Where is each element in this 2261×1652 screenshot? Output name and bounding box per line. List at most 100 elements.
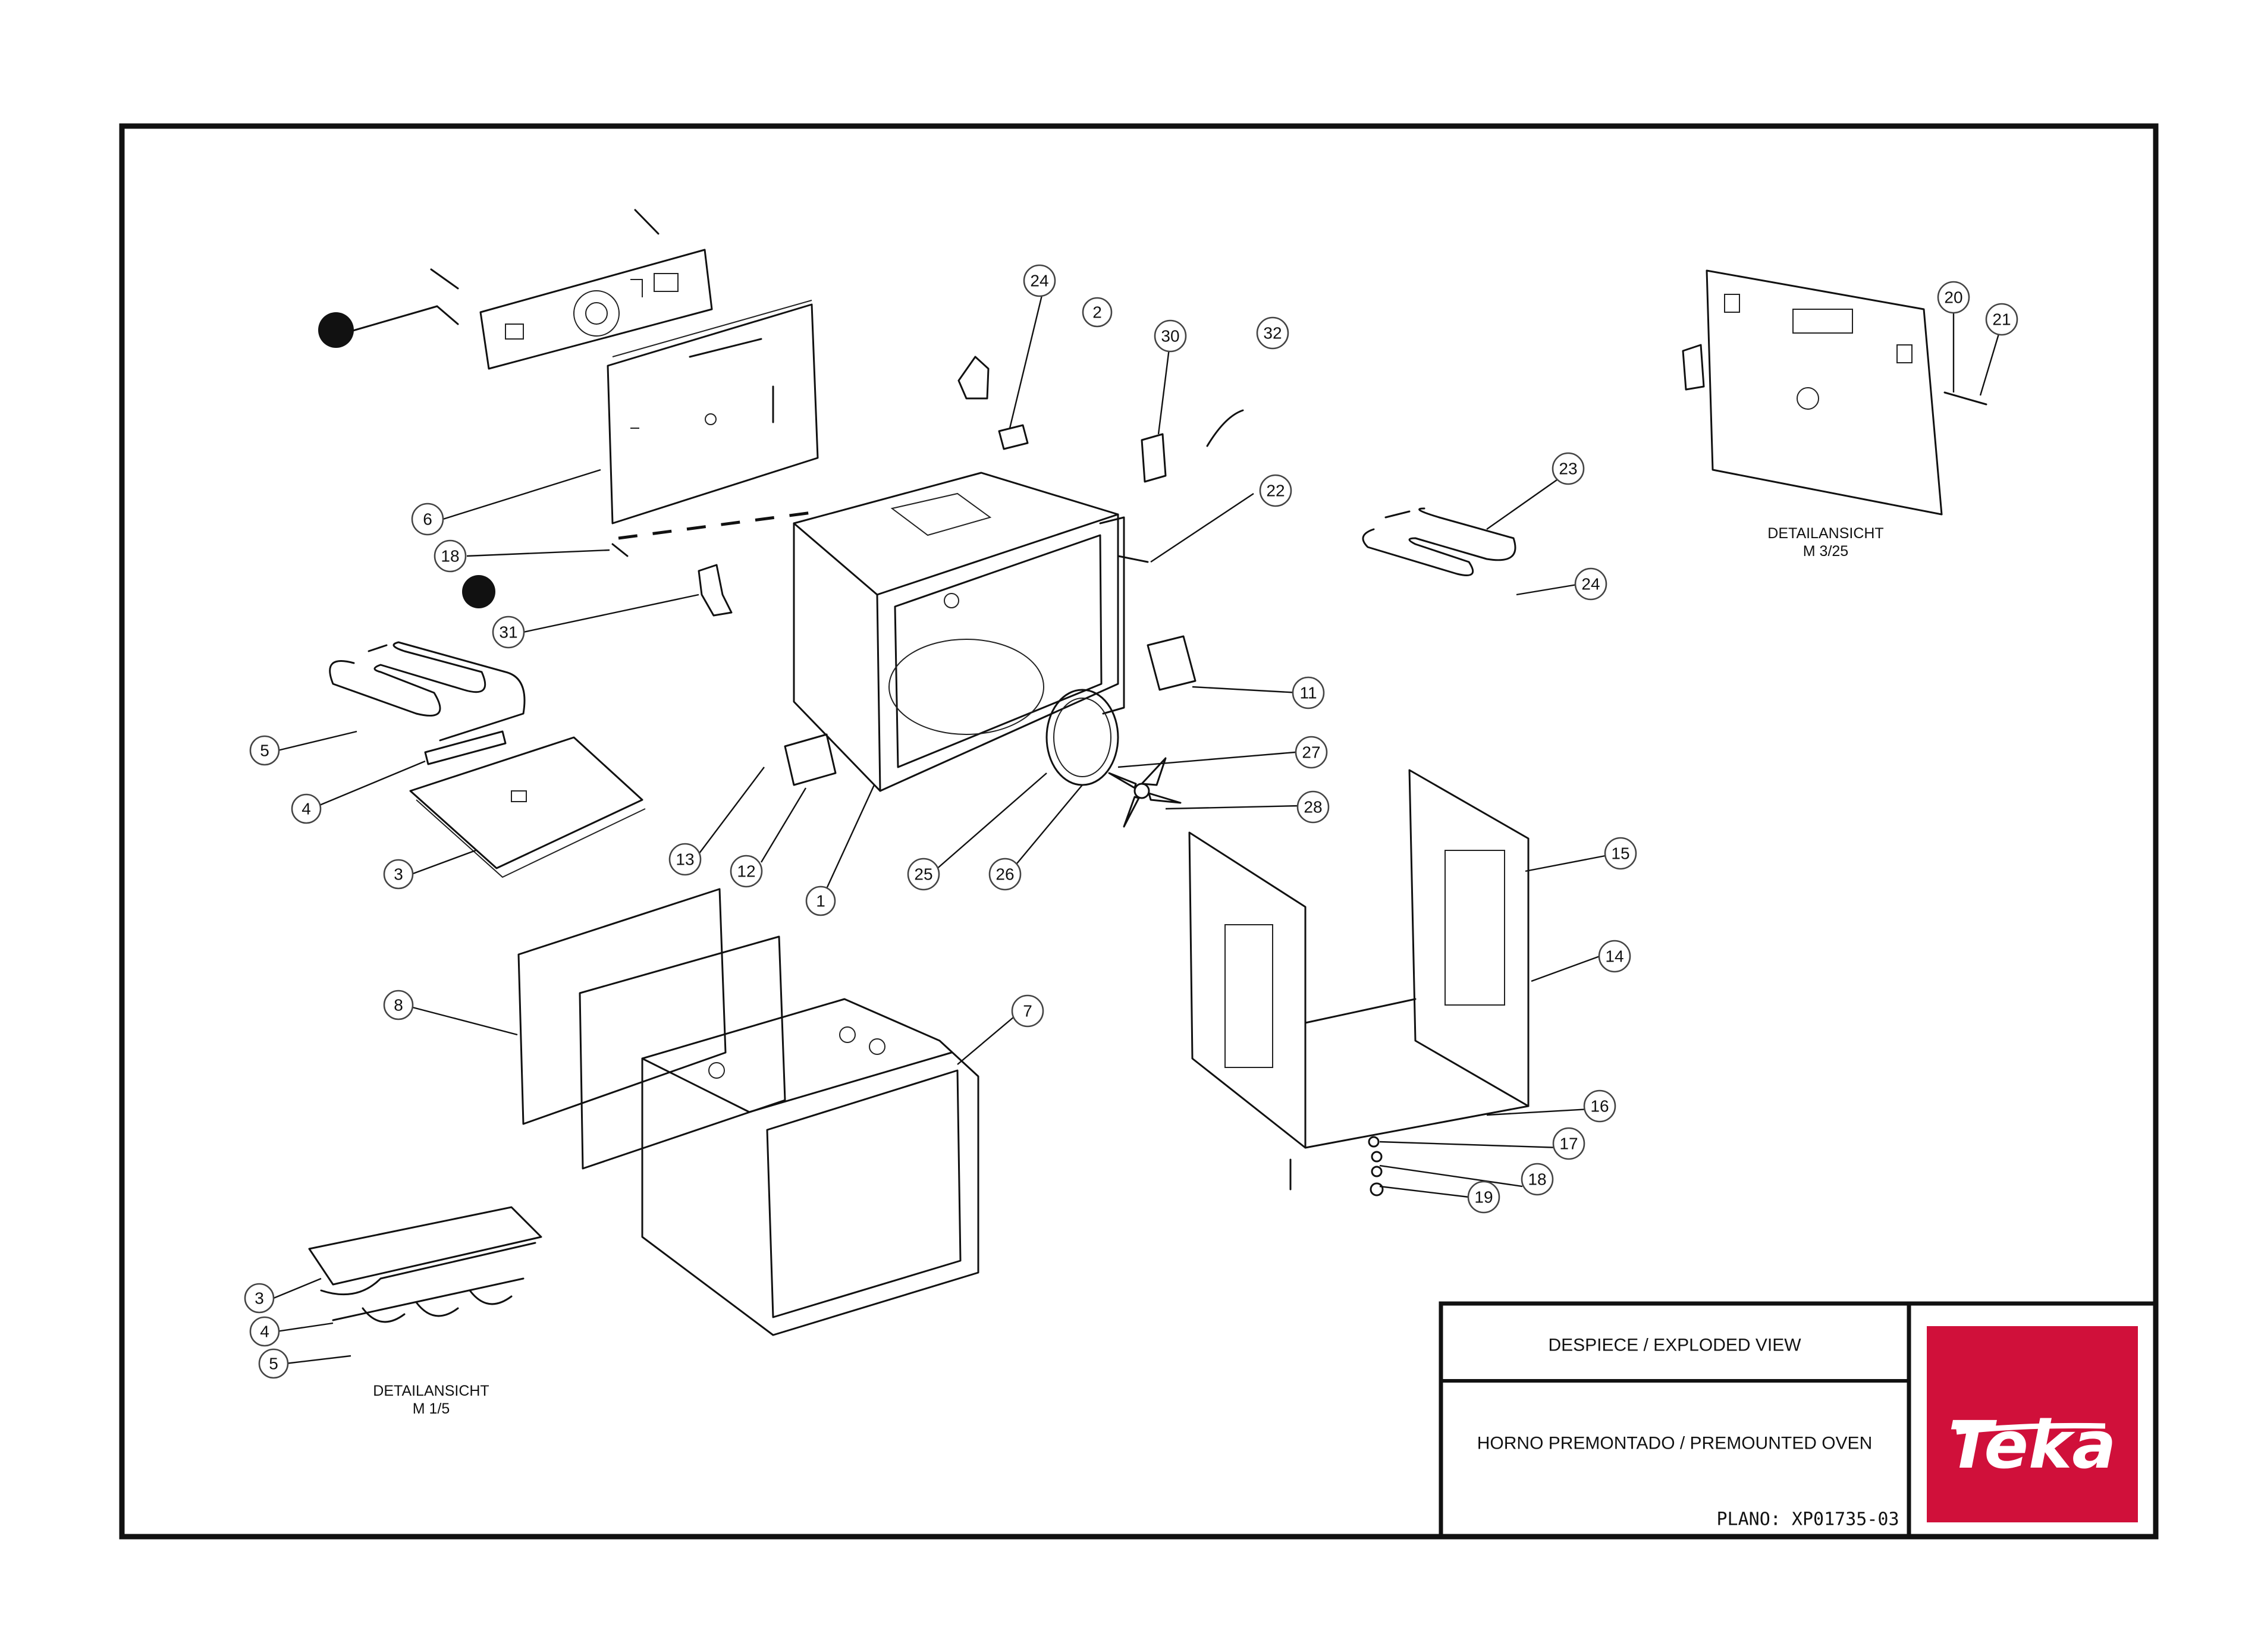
- svg-text:15: 15: [1611, 844, 1629, 863]
- callout-16: 16: [1583, 1089, 1616, 1123]
- svg-text:4: 4: [260, 1323, 269, 1341]
- outer-casing-7: [641, 998, 979, 1336]
- callout-28: 27: [1295, 736, 1328, 769]
- cabinet-frame-14: [1188, 769, 1530, 1149]
- bracket-12: [784, 733, 837, 786]
- detail-scale-bottom: M 1/5: [413, 1400, 450, 1417]
- callout-32: 32: [1256, 316, 1289, 350]
- callout-21: 21: [1985, 303, 2018, 336]
- callout-8: 8: [383, 990, 414, 1020]
- sheet-border: [119, 123, 2159, 1540]
- callout-26: 25: [907, 858, 940, 891]
- callout-13: 13: [668, 843, 702, 876]
- wire-22: [1117, 555, 1149, 563]
- svg-text:26: 26: [996, 865, 1014, 884]
- callout-4: 4: [291, 793, 322, 824]
- door-seal-8: [517, 888, 786, 1170]
- svg-text:24: 24: [1581, 575, 1600, 593]
- grill-element-5: [329, 641, 526, 742]
- svg-text:13: 13: [676, 850, 694, 869]
- svg-text:7: 7: [1023, 1002, 1032, 1020]
- teka-logo: Teka: [1927, 1326, 2138, 1522]
- callout-22: 22: [1259, 474, 1292, 507]
- bracket-2: [998, 424, 1029, 450]
- svg-text:1: 1: [816, 892, 825, 910]
- svg-text:12: 12: [737, 862, 755, 881]
- svg-text:32: 32: [1263, 324, 1282, 343]
- bracket-30: [1141, 433, 1167, 483]
- drawing-number: PLANO: XP01735-03: [1716, 1509, 1899, 1530]
- svg-text:20: 20: [1944, 288, 1962, 307]
- svg-text:22: 22: [1266, 482, 1285, 500]
- callout-30: 30: [1154, 319, 1187, 353]
- callout-18: 18: [1521, 1163, 1554, 1196]
- svg-text:4: 4: [302, 800, 311, 818]
- callout-4-detail: 4: [249, 1316, 280, 1347]
- bracket-11: [1147, 635, 1197, 691]
- knob-23: [957, 356, 990, 400]
- svg-text:8: 8: [394, 996, 403, 1015]
- svg-text:18: 18: [1528, 1170, 1546, 1189]
- wire-32: [1206, 409, 1244, 447]
- callout-17: 17: [1552, 1127, 1585, 1160]
- tray-3: [409, 736, 643, 869]
- title-block: DESPIECE / EXPLODED VIEW HORNO PREMONTAD…: [1439, 1301, 2158, 1539]
- bracket-strip-4: [424, 730, 507, 765]
- detail-label-top: DETAILANSICHT: [1767, 525, 1883, 542]
- callout-20: 18: [434, 539, 467, 573]
- callout-27: 26: [988, 858, 1022, 891]
- callout-bubbles: 6 18 31 5 4 3 13 12 1 25 26 24 2 30 32 2…: [244, 264, 2018, 1379]
- callout-14: 14: [1598, 940, 1631, 973]
- dashed-assembly-line: [618, 510, 821, 540]
- screw-marker-dot: [318, 312, 354, 348]
- callout-25: 24: [1574, 567, 1607, 601]
- svg-text:2: 2: [1092, 303, 1102, 322]
- svg-text:14: 14: [1605, 947, 1623, 966]
- screw-stack-17-19: [1289, 1136, 1384, 1196]
- callout-20-detail: 20: [1937, 281, 1970, 314]
- svg-text:5: 5: [260, 742, 269, 760]
- svg-text:6: 6: [423, 510, 432, 529]
- svg-text:27: 27: [1302, 743, 1320, 762]
- oven-cavity: [793, 472, 1125, 792]
- svg-text:21: 21: [1992, 310, 2011, 329]
- front-cover-panel: [607, 300, 819, 525]
- svg-text:31: 31: [499, 623, 517, 642]
- svg-text:23: 23: [1559, 460, 1577, 478]
- svg-text:3: 3: [394, 865, 403, 884]
- svg-text:24: 24: [1030, 272, 1048, 290]
- detail-heater-m15: [308, 1206, 542, 1323]
- svg-text:5: 5: [269, 1355, 278, 1373]
- leader-lines: [273, 280, 2003, 1365]
- svg-text:28: 28: [1304, 798, 1322, 816]
- callout-12: 12: [730, 855, 763, 888]
- svg-text:3: 3: [255, 1289, 264, 1308]
- callout-5-detail: 5: [258, 1348, 289, 1379]
- callout-15: 15: [1604, 837, 1637, 870]
- callout-7: 7: [1011, 994, 1044, 1028]
- svg-text:19: 19: [1474, 1188, 1493, 1207]
- callout-1: 1: [805, 885, 836, 916]
- title-premounted-oven: HORNO PREMONTADO / PREMOUNTED OVEN: [1477, 1434, 1872, 1453]
- detail-scale-top: M 3/25: [1803, 543, 1848, 560]
- callout-11: 11: [1292, 676, 1325, 709]
- callout-31: 31: [492, 615, 525, 649]
- callout-2: 2: [1082, 297, 1113, 328]
- detail-panel-m325: [1682, 269, 1987, 516]
- grill-element-24: [1362, 507, 1516, 576]
- callout-24: 23: [1552, 452, 1585, 485]
- title-exploded-view: DESPIECE / EXPLODED VIEW: [1548, 1336, 1801, 1355]
- fan-29: [1108, 757, 1182, 828]
- callout-3-detail: 3: [244, 1283, 275, 1314]
- svg-text:Teka: Teka: [1948, 1407, 2116, 1483]
- callout-23: 24: [1023, 264, 1056, 297]
- callout-3: 3: [383, 859, 414, 890]
- svg-text:17: 17: [1559, 1135, 1578, 1153]
- svg-text:25: 25: [914, 865, 932, 884]
- callout-6: 6: [411, 502, 444, 536]
- ring-element-28: [1045, 689, 1119, 786]
- svg-text:30: 30: [1161, 327, 1179, 346]
- bracket-31: [611, 543, 733, 617]
- svg-text:11: 11: [1299, 684, 1317, 702]
